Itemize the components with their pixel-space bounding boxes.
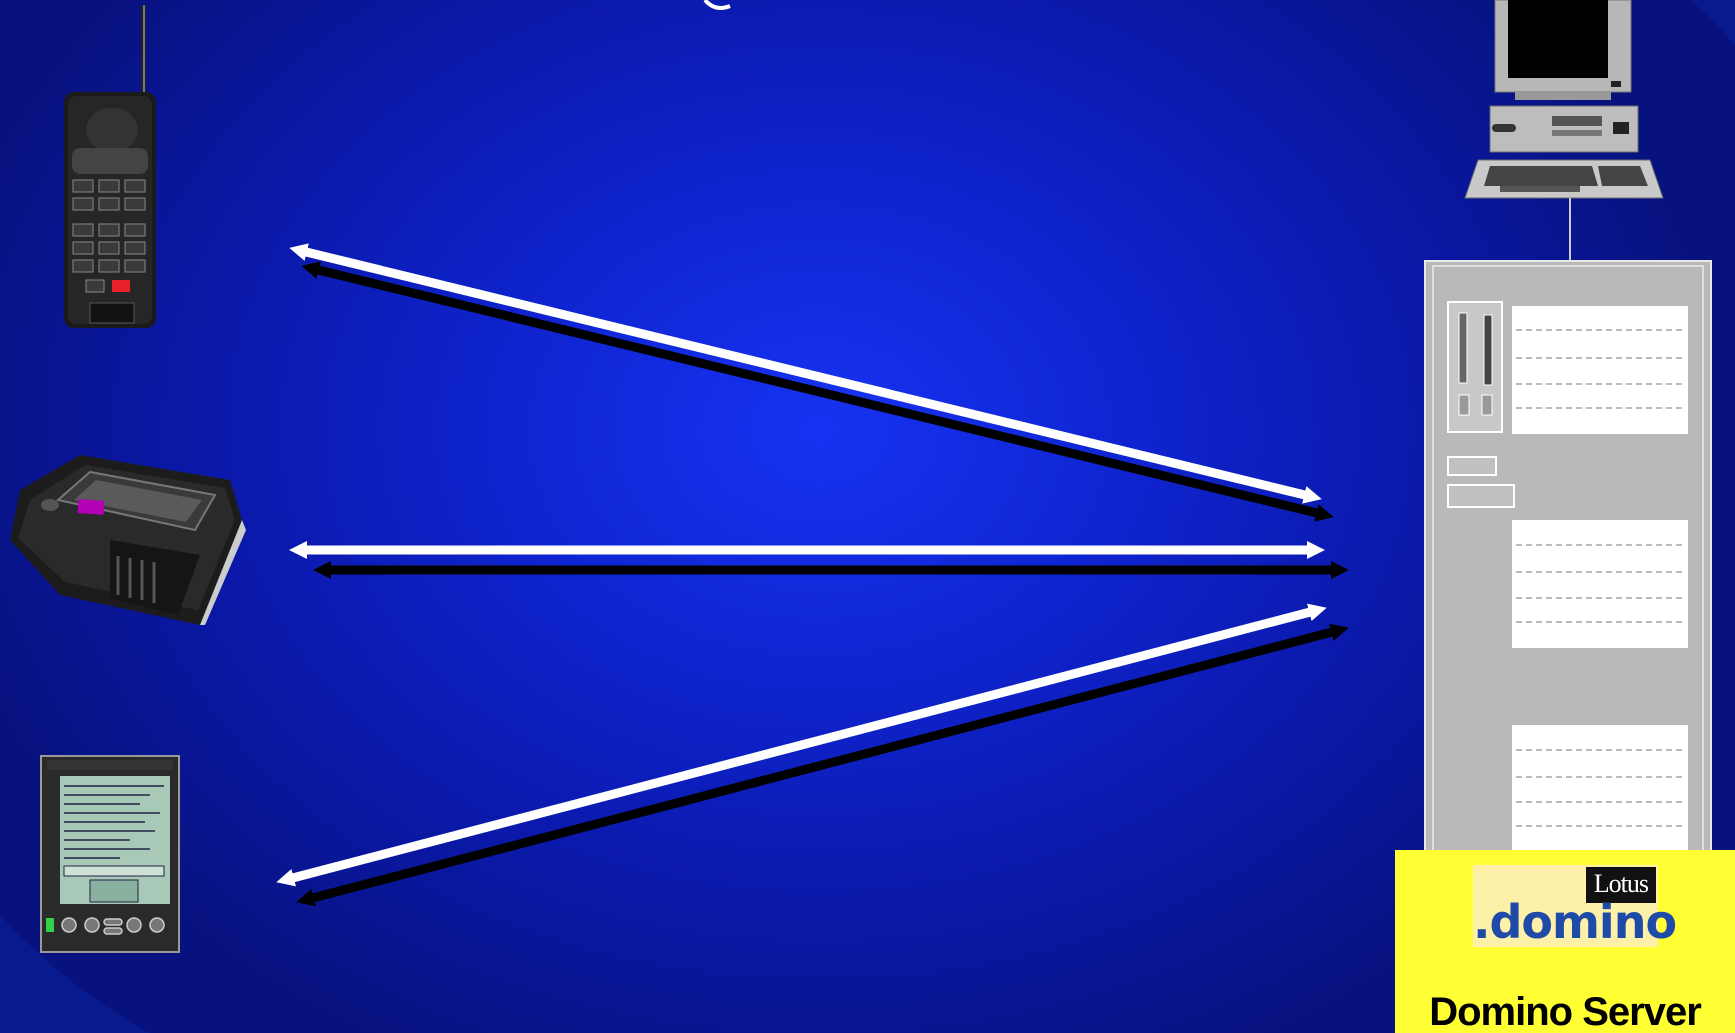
- mobile-phone-icon: [64, 5, 156, 328]
- arrow-pda-server: [285, 610, 1340, 900]
- arrow-phone-server: [298, 250, 1325, 515]
- pda-icon: [41, 756, 179, 952]
- pager-icon: [10, 455, 246, 625]
- domino-logo: Lotus .domino: [1473, 865, 1658, 947]
- server-tower-icon: [1425, 261, 1711, 866]
- domino-brand-text: .domino: [1473, 899, 1676, 945]
- corner-shape-top-right: [1690, 0, 1735, 45]
- domino-server-label-box: Lotus .domino Domino Server: [1395, 850, 1735, 1033]
- server-label: Domino Server: [1395, 990, 1735, 1033]
- title-fragment: [705, 0, 730, 8]
- arrow-pager-server: [298, 550, 1340, 570]
- desktop-computer-icon: [1465, 0, 1663, 262]
